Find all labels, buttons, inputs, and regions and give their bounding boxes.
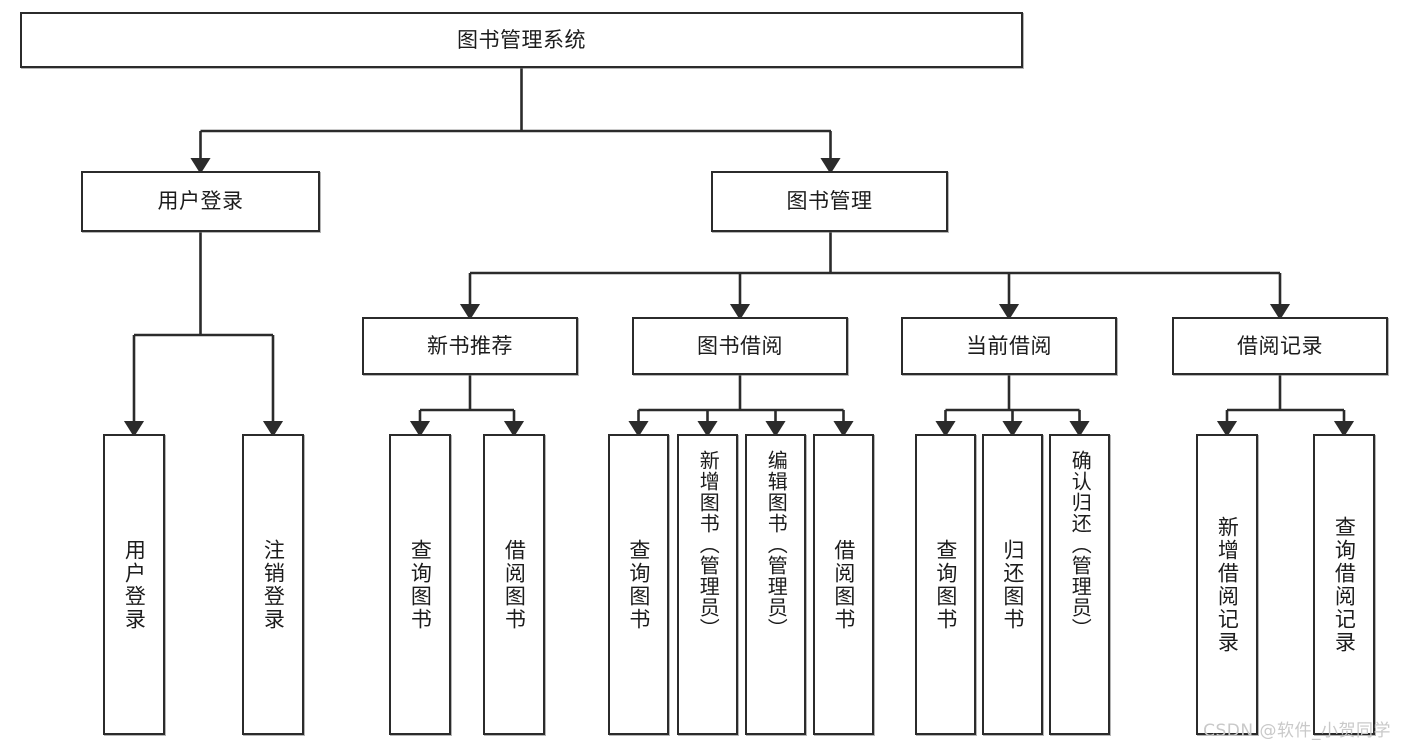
- edge-current-borrow-to-leaves: [935, 375, 1090, 437]
- node-leaf-query-book-borrow[interactable]: 查询图书: [608, 434, 669, 735]
- node-label: 归还图书: [1000, 538, 1025, 631]
- node-leaf-add-book-admin[interactable]: 新增图书（管理员）: [677, 434, 738, 735]
- node-label: 用户登录: [157, 189, 244, 214]
- node-label: 查询借阅记录: [1332, 515, 1357, 654]
- node-label: 图书管理: [786, 189, 873, 214]
- node-label: 图书借阅: [697, 333, 783, 358]
- node-label: 编辑图书（管理员）: [764, 450, 789, 639]
- node-label: 借阅记录: [1237, 333, 1323, 358]
- edge-book-borrow-to-leaves: [628, 375, 854, 437]
- node-label: 新书推荐: [427, 333, 513, 358]
- node-label: 查询图书: [408, 538, 433, 631]
- node-leaf-add-borrow-record[interactable]: 新增借阅记录: [1196, 434, 1258, 735]
- node-leaf-query-book-recommend[interactable]: 查询图书: [389, 434, 451, 735]
- edge-borrow-record-to-leaves: [1216, 375, 1355, 437]
- node-leaf-query-borrow-record[interactable]: 查询借阅记录: [1313, 434, 1375, 735]
- node-leaf-query-book-current[interactable]: 查询图书: [915, 434, 976, 735]
- node-label: 查询图书: [626, 538, 651, 631]
- node-user-login[interactable]: 用户登录: [81, 171, 320, 232]
- node-leaf-confirm-return-admin[interactable]: 确认归还（管理员）: [1049, 434, 1110, 735]
- node-root-system[interactable]: 图书管理系统: [20, 12, 1023, 68]
- node-leaf-borrow-book[interactable]: 借阅图书: [813, 434, 874, 735]
- node-book-manage[interactable]: 图书管理: [711, 171, 948, 232]
- node-label: 查询图书: [933, 538, 958, 631]
- node-label: 确认归还（管理员）: [1068, 450, 1093, 639]
- csdn-watermark: CSDN @软件_小贺同学: [1203, 721, 1391, 741]
- node-label: 新增图书（管理员）: [696, 450, 721, 639]
- node-borrow-record[interactable]: 借阅记录: [1172, 317, 1388, 375]
- node-label: 新增借阅记录: [1215, 515, 1240, 654]
- node-leaf-borrow-book-recommend[interactable]: 借阅图书: [483, 434, 545, 735]
- node-leaf-edit-book-admin[interactable]: 编辑图书（管理员）: [745, 434, 806, 735]
- node-label: 注销登录: [261, 538, 286, 631]
- node-label: 借阅图书: [831, 538, 856, 631]
- node-current-borrow[interactable]: 当前借阅: [901, 317, 1117, 375]
- node-new-book-recommend[interactable]: 新书推荐: [362, 317, 578, 375]
- edge-user-login-to-leaves: [123, 232, 284, 437]
- edge-new-book-recommend-to-leaves: [409, 375, 525, 437]
- node-label: 图书管理系统: [457, 27, 586, 52]
- node-label: 当前借阅: [966, 333, 1052, 358]
- node-book-borrow[interactable]: 图书借阅: [632, 317, 848, 375]
- node-label: 用户登录: [122, 538, 147, 631]
- node-leaf-return-book[interactable]: 归还图书: [982, 434, 1043, 735]
- node-label: 借阅图书: [502, 538, 527, 631]
- node-leaf-logout[interactable]: 注销登录: [242, 434, 304, 735]
- edge-root-to-level1: [190, 68, 841, 174]
- edge-book-manage-to-level2: [459, 232, 1291, 320]
- node-leaf-user-login[interactable]: 用户登录: [103, 434, 165, 735]
